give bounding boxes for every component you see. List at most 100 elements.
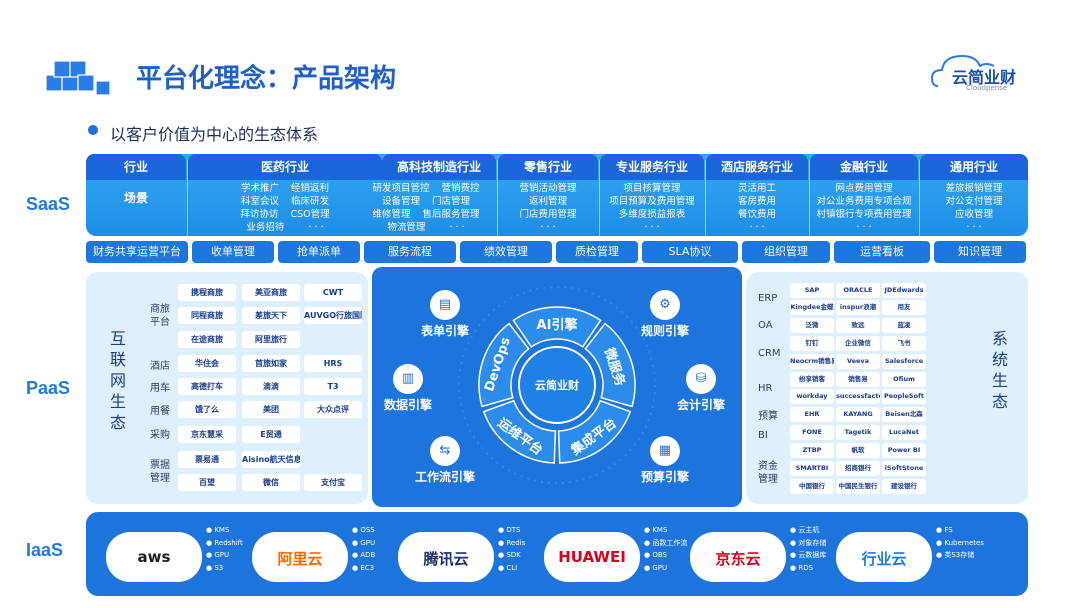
cloud-provider-0 (106, 532, 202, 582)
internet-eco-title: 互联网生态 (109, 329, 126, 432)
partner-logo-21: 百望 (178, 474, 236, 491)
partner-logo-10: HRS (304, 355, 362, 372)
cloud-provider-2 (398, 532, 494, 582)
cloud-provider-3 (544, 532, 640, 582)
form-icon: ▤ (430, 290, 460, 320)
industry-scene-3: 营销活动管理 返利管理 门店费用管理 · · · (519, 183, 577, 233)
core-center-label: 云简业财 (535, 379, 579, 392)
partner-logo-15: 美团 (242, 401, 300, 418)
divider (705, 160, 706, 238)
ring-segment-2 (557, 399, 632, 464)
cloud-services-3: ● KMS ● 函数工作流 ● OBS ● GPU (644, 526, 688, 572)
system-logo-31: 招商银行 (836, 461, 880, 476)
industry-header-0: 行业 (86, 154, 186, 180)
ring-label-2: 集成平台 (569, 415, 621, 459)
industry-header-6: 金融行业 (810, 154, 918, 180)
industry-header-5: 酒店服务行业 (706, 154, 808, 180)
cloud-services-2: ● DTS ● Redis ● SDK ● CLI (498, 526, 526, 572)
cloud-name-0: aws (137, 548, 171, 566)
partner-logo-5: AUVGO行旅国际 (304, 307, 362, 324)
category-erp: ERP (758, 293, 778, 304)
system-logo-13: Veeva (836, 354, 880, 369)
partner-logo-20: Aisino航天信息 (242, 451, 300, 468)
bullet-dot (88, 125, 98, 135)
system-logo-15: 纷享销客 (790, 372, 834, 387)
system-logo-33: 中国银行 (790, 479, 834, 494)
partner-logo-7: 阿里旅行 (242, 331, 300, 348)
category-budget: 预算 (758, 411, 778, 422)
cloud-name-4: 京东云 (715, 550, 761, 568)
layer-label-saas: SaaS (26, 194, 71, 214)
system-logo-27: ZTBP (790, 443, 834, 458)
service-1: 收单管理 (192, 241, 274, 263)
system-logo-1: ORACLE (836, 283, 880, 298)
partner-logo-8: 华住会 (178, 355, 236, 372)
cloud-services-5: ● FS ● Kubernetes ● 类S3存储 (936, 526, 984, 559)
industry-header-2: 高科技制造行业 (382, 154, 496, 180)
divider (187, 160, 188, 238)
category-hr: HR (758, 383, 773, 394)
industry-scene-4: 项目核算管理 项目预算及费用管理 多维度损益报表 · · · (609, 183, 695, 233)
system-logo-6: 泛微 (790, 318, 834, 333)
cubes-logo-icon (45, 60, 111, 96)
category-treasury: 资金管理 (758, 461, 778, 485)
system-logo-7: 致远 (836, 318, 880, 333)
partner-logo-0: 携程商旅 (178, 284, 236, 301)
cloud-provider-4 (690, 532, 786, 582)
layer-label-paas: PaaS (26, 378, 71, 398)
service-8: 运营看板 (834, 241, 930, 263)
system-logo-18: workday (790, 389, 834, 404)
category-purchase: 采购 (150, 430, 170, 441)
service-7: 组织管理 (742, 241, 830, 263)
section-subtitle: 以客户价值为中心的生态体系 (110, 125, 319, 144)
system-logo-25: Tagetik (836, 425, 880, 440)
category-oa: OA (758, 320, 773, 331)
cloud-name-1: 阿里云 (277, 550, 323, 568)
industry-header-4: 专业服务行业 (600, 154, 704, 180)
divider (919, 160, 920, 238)
engine-label-0: 表单引擎 (420, 324, 469, 338)
cloud-provider-1 (252, 532, 348, 582)
data-icon: ▥ (393, 364, 423, 394)
category-invoice: 票据管理 (150, 460, 170, 484)
budget-icon: ▦ (650, 436, 680, 466)
system-logo-21: EHR (790, 407, 834, 422)
layer-label-iaas: IaaS (26, 540, 64, 560)
partner-logo-4: 差旅天下 (242, 307, 300, 324)
cloud-provider-5 (836, 532, 932, 582)
partner-logo-18: E贸通 (242, 426, 300, 443)
system-logo-26: LucaNet (882, 425, 926, 440)
system-eco-title: 系统生态 (991, 329, 1008, 411)
partner-logo-19: 票易通 (178, 451, 236, 468)
industry-scene-2: 研发项目管控 营销费控 设备管理 门店管理 维修管理 售后服务管理 物流管理 ·… (372, 183, 480, 233)
industry-header-3: 零售行业 (498, 154, 598, 180)
account-icon: ⛁ (686, 364, 716, 394)
system-logo-3: Kingdee金蝶 (790, 300, 834, 315)
system-logo-14: Salesforce (882, 354, 926, 369)
system-logo-30: SMARTBI (790, 461, 834, 476)
category-bi: BI (758, 430, 768, 441)
industry-scene-7: 差旅报销管理 对公支付管理 应收管理 · · · (945, 183, 1003, 233)
partner-logo-1: 美亚商旅 (242, 284, 300, 301)
system-logo-17: Ofium (882, 372, 926, 387)
engine-label-3: 会计引擎 (676, 398, 725, 412)
system-logo-9: 钉钉 (790, 336, 834, 351)
industry-scene-5: 灵活用工 客房费用 餐饮费用 · · · (737, 183, 776, 233)
system-logo-34: 中国民生银行 (836, 479, 880, 494)
partner-logo-6: 在途商旅 (178, 331, 236, 348)
divider (599, 160, 600, 238)
system-logo-10: 企业微信 (836, 336, 880, 351)
saas-industry-panel: 行业 医药行业 高科技制造行业 零售行业 专业服务行业 酒店服务行业 金融行业 … (86, 154, 1028, 238)
cloudpense-logo-text: 云简业财 (952, 68, 1017, 87)
system-logo-4: inspur浪潮 (836, 300, 880, 315)
ring-label-0: AI引擎 (536, 318, 578, 333)
industry-scene-6: 网点费用管理 对公业务费用专项合规 村镇银行专项费用管理 · · · (816, 183, 912, 233)
system-logo-28: 帆软 (836, 443, 880, 458)
rule-icon: ⚙ (650, 290, 680, 320)
cloud-name-2: 腾讯云 (423, 550, 469, 568)
engine-label-1: 规则引擎 (640, 324, 689, 338)
engine-label-5: 预算引擎 (640, 470, 689, 484)
system-logo-12: Neocrm销售易 (790, 354, 834, 369)
engine-label-2: 数据引擎 (383, 398, 432, 412)
service-2: 抢单派单 (278, 241, 360, 263)
